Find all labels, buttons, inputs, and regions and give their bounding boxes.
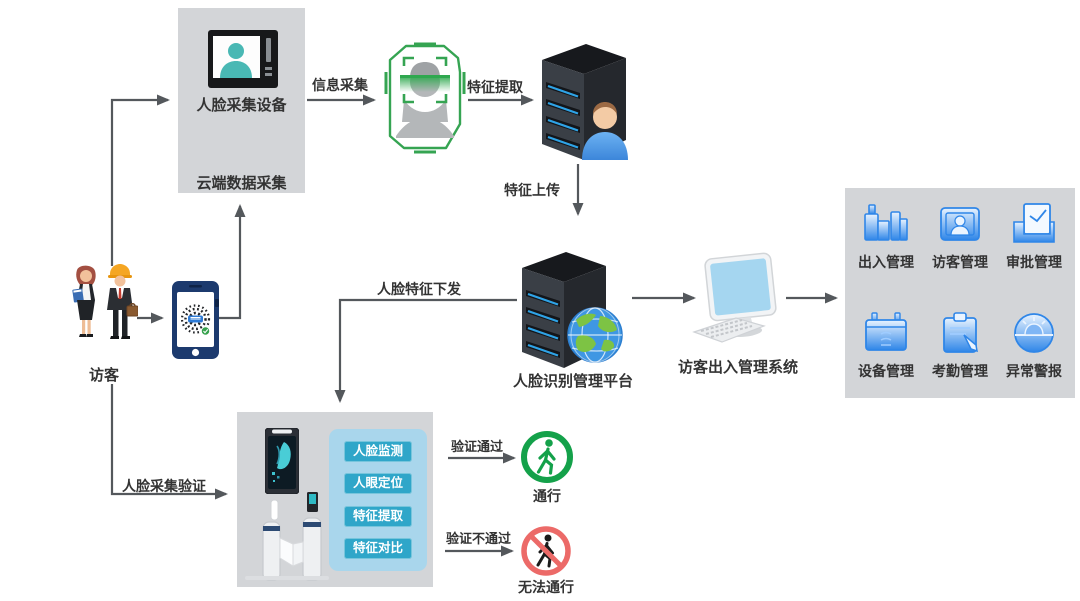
verification-box: 人脸监测 人眼定位 特征提取 特征对比: [237, 412, 433, 587]
module-label: 异常警报: [1006, 365, 1062, 380]
access-gate-icon: [864, 204, 908, 241]
cloud-collection-label: 云端数据采集: [196, 176, 287, 192]
info-collect-label: 信息采集: [312, 79, 368, 94]
cloud-collection-box: 人脸采集设备 云端数据采集: [178, 8, 305, 193]
pass-walk-icon: [521, 431, 573, 483]
management-modules-panel: 出入管理 访客管理 审批管理: [845, 188, 1075, 398]
module-attendance: 考勤管理: [923, 311, 997, 398]
feature-dispatch-label: 人脸特征下发: [377, 283, 461, 298]
alarm-icon: [1014, 313, 1054, 353]
platform-label: 人脸识别管理平台: [512, 374, 633, 390]
qr-phone-icon: [172, 281, 219, 359]
module-label: 审批管理: [1006, 256, 1062, 271]
module-label: 访客管理: [932, 256, 988, 271]
module-access: 出入管理: [849, 202, 923, 289]
verify-pass-label: 验证通过: [451, 439, 504, 454]
turnstile-gate-icon: [245, 492, 329, 581]
visitors-label: 访客: [88, 368, 119, 384]
visitor-badge-icon: [940, 207, 980, 241]
no-entry-walk-icon: [521, 526, 571, 576]
module-label: 设备管理: [858, 365, 914, 380]
pass-result-label: 通行: [533, 490, 561, 505]
module-alarm: 异常警报: [997, 311, 1071, 398]
step-feature-compare: 特征对比: [344, 538, 412, 560]
device-sign-icon: [865, 312, 907, 351]
module-label: 考勤管理: [932, 365, 988, 380]
face-capture-monitor-icon: [208, 30, 278, 88]
module-label: 出入管理: [858, 256, 914, 271]
attendance-clipboard-icon: [943, 312, 978, 353]
globe-icon: [567, 307, 623, 363]
face-terminal-icon: [265, 428, 299, 494]
face-capture-device-label: 人脸采集设备: [196, 98, 287, 114]
module-approval: 审批管理: [997, 202, 1071, 289]
visitors-icon: [72, 264, 138, 339]
fail-result-label: 无法通行: [518, 581, 574, 596]
face-collect-verify-label: 人脸采集验证: [122, 480, 206, 495]
management-computer-icon: [692, 252, 777, 343]
step-face-detect: 人脸监测: [344, 440, 412, 462]
step-eye-locate: 人眼定位: [344, 473, 412, 495]
module-device: 设备管理: [849, 311, 923, 398]
operator-person-icon: [582, 102, 628, 160]
face-scan-icon: [384, 42, 466, 154]
feature-upload-label: 特征上传: [504, 184, 560, 199]
system-label: 访客出入管理系统: [677, 360, 798, 376]
verify-fail-label: 验证不通过: [446, 531, 512, 546]
module-visitor: 访客管理: [923, 202, 997, 289]
step-feature-extract: 特征提取: [344, 505, 412, 527]
approval-doc-icon: [1013, 203, 1055, 243]
feature-extract-label: 特征提取: [467, 81, 523, 96]
verify-steps-panel: 人脸监测 人眼定位 特征提取 特征对比: [329, 429, 427, 571]
